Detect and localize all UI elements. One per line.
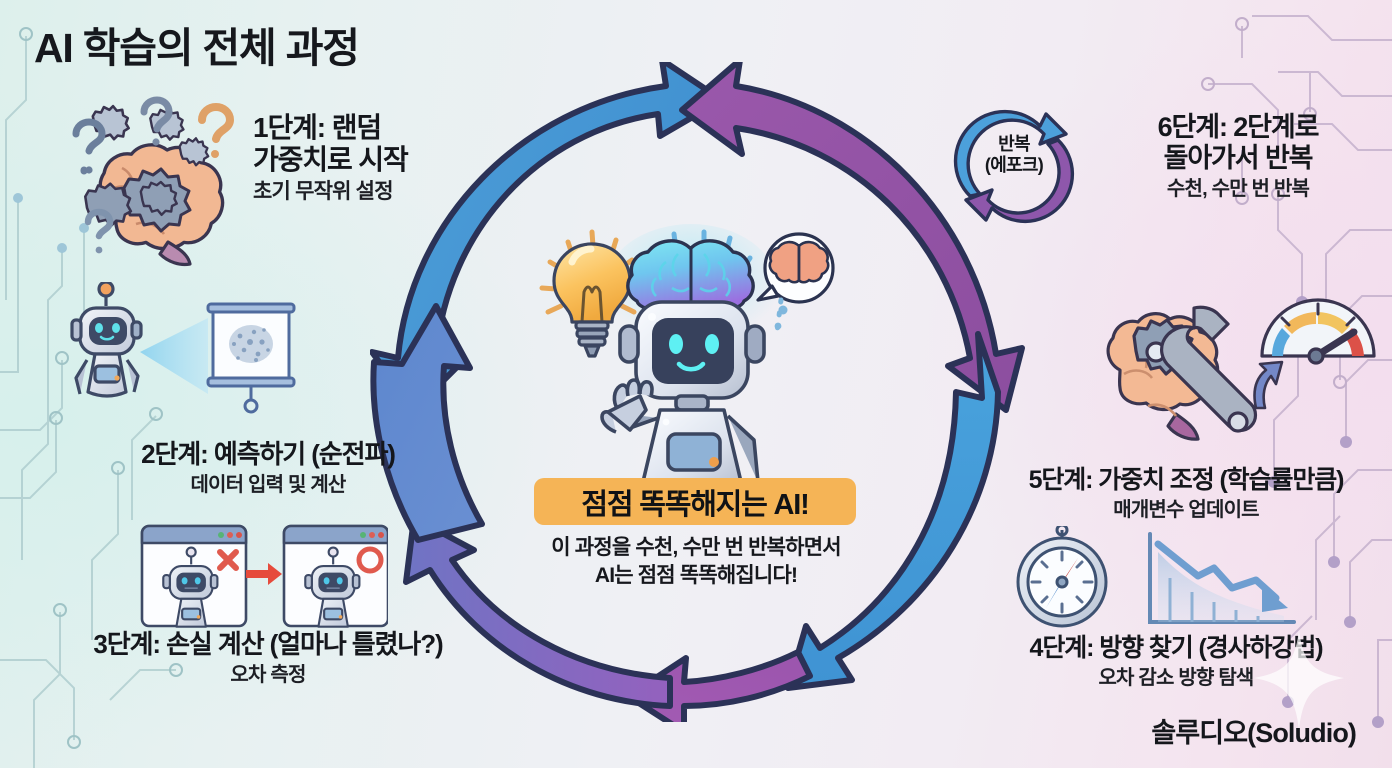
center-highlight-badge: 점점 똑똑해지는 AI! <box>534 478 856 525</box>
step-3-heading: 3단계: 손실 계산 (얼마나 틀렸나?) <box>93 629 443 659</box>
step-1-subtext: 초기 무작위 설정 <box>253 179 394 203</box>
step-4-subtext: 오차 감소 방향 탐색 <box>1098 666 1254 689</box>
step-6-block: 6단계: 2단계로 돌아가서 반복 수천, 수만 번 반복 <box>1093 112 1383 201</box>
page-title: AI 학습의 전체 과정 <box>34 25 360 71</box>
center-highlight-text: 점점 똑똑해지는 AI! <box>581 488 809 521</box>
step5-icon-brain-wrench-gauge <box>1106 298 1376 441</box>
step-5-heading: 5단계: 가중치 조정 (학습률만큼) <box>1028 466 1345 494</box>
step4-icon-compass-and-loss-curve <box>1016 526 1296 628</box>
center-caption: 이 과정을 수천, 수만 번 반복하면서 AI는 점점 똑똑해집니다! <box>551 536 841 587</box>
step3-icon-prediction-windows <box>140 524 388 628</box>
step-5-subtext: 매개변수 업데이트 <box>1113 498 1259 521</box>
center-robot-illustration <box>539 224 835 486</box>
step-6-heading: 6단계: 2단계로 돌아가서 반복 <box>1157 112 1320 173</box>
step2-icon-robot-projector <box>70 282 296 414</box>
learning-cycle-arrows <box>370 62 1025 722</box>
step-3-subtext: 오차 측정 <box>230 663 306 686</box>
step1-icon-brain-with-gears <box>72 96 234 267</box>
step-1-block: 1단계: 랜덤 가중치로 시작 초기 무작위 설정 <box>253 112 409 204</box>
step-2-block: 2단계: 예측하기 (순전파) 데이터 입력 및 계산 <box>73 439 463 497</box>
step-2-subtext: 데이터 입력 및 계산 <box>190 473 346 496</box>
epoch-loop-badge: 반복 (에포크) <box>948 100 1080 230</box>
step-3-block: 3단계: 손실 계산 (얼마나 틀렸나?) 오차 측정 <box>58 629 478 687</box>
brand-name: 솔루디오(Soludio) <box>1151 718 1357 748</box>
step-2-heading: 2단계: 예측하기 (순전파) <box>141 439 396 469</box>
step-4-block: 4단계: 방향 찾기 (경사하강법) 오차 감소 방향 탐색 <box>966 634 1386 690</box>
circular-refresh-icon <box>953 109 1075 224</box>
step-5-block: 5단계: 가중치 조정 (학습률만큼) 매개변수 업데이트 <box>986 466 1386 522</box>
step-6-subtext: 수천, 수만 번 반복 <box>1166 177 1310 200</box>
step-4-heading: 4단계: 방향 찾기 (경사하강법) <box>1029 634 1324 662</box>
step-1-heading: 1단계: 랜덤 가중치로 시작 <box>253 112 409 175</box>
epoch-loop-label: 반복 (에포크) <box>984 134 1044 176</box>
